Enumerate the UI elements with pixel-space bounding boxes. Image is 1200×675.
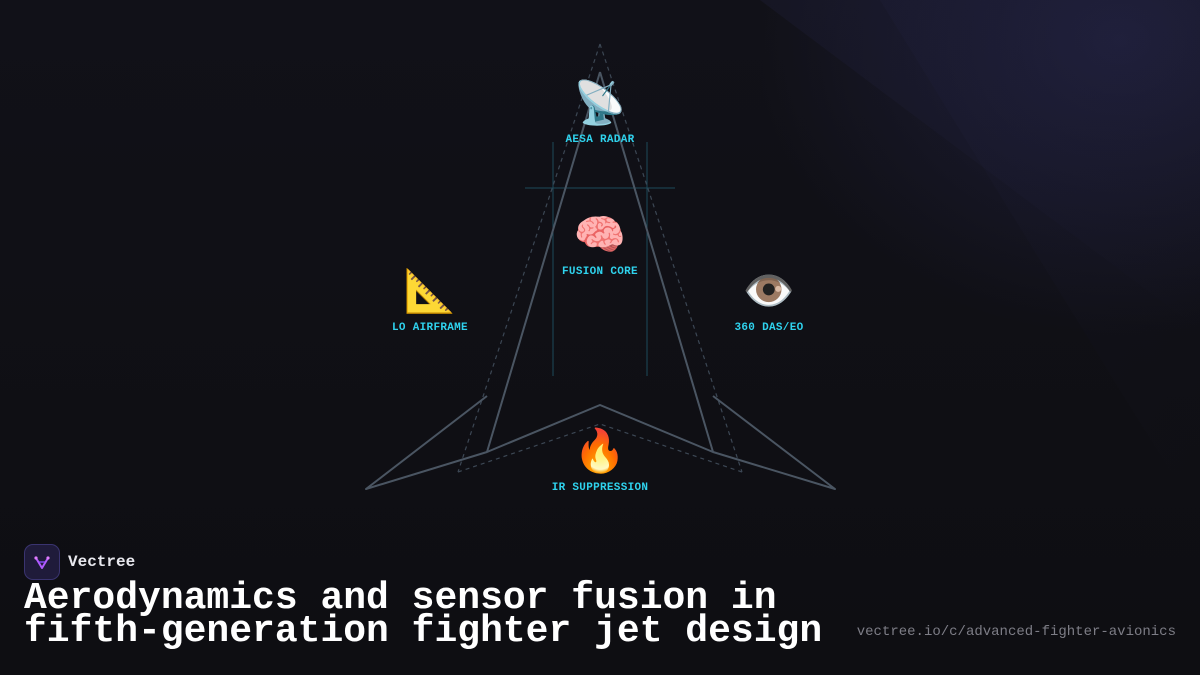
brain-icon: 🧠 [573, 210, 627, 259]
brand[interactable]: Vectree [24, 544, 135, 580]
node-label: AESA RADAR [565, 134, 635, 146]
satellite-dish-icon: 📡 [573, 78, 627, 127]
page-title: Aerodynamics and sensor fusion in fifth-… [24, 577, 844, 653]
node-fusion-core: 🧠 FUSION CORE [520, 210, 680, 278]
course-url-link[interactable]: vectree.io/c/advanced-fighter-avionics [856, 624, 1176, 640]
node-label: 360 DAS/EO [734, 322, 804, 334]
brand-name: Vectree [68, 553, 136, 571]
vectree-logo-icon [24, 544, 60, 580]
title-line-1: Aerodynamics and sensor fusion in [24, 577, 777, 620]
node-label: IR SUPPRESSION [551, 482, 649, 494]
node-label: LO AIRFRAME [392, 322, 468, 334]
node-label: FUSION CORE [562, 266, 638, 278]
node-aesa-radar: 📡 AESA RADAR [520, 78, 680, 146]
triangular-ruler-icon: 📐 [403, 266, 457, 315]
node-360-das-eo: 👁️ 360 DAS/EO [689, 266, 849, 334]
fire-icon: 🔥 [573, 426, 627, 475]
node-ir-suppression: 🔥 IR SUPPRESSION [520, 426, 680, 494]
title-line-2: fifth-generation fighter jet design [24, 610, 823, 653]
eye-icon: 👁️ [742, 266, 796, 315]
node-lo-airframe: 📐 LO AIRFRAME [350, 266, 510, 334]
